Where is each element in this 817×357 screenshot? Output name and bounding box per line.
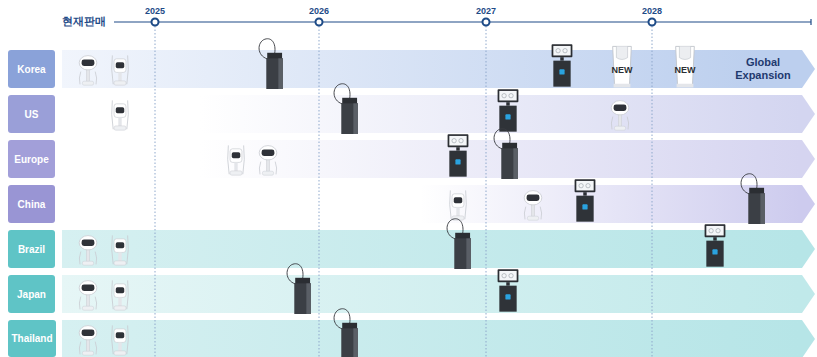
country-box: Japan	[8, 275, 55, 313]
year-label: 2027	[466, 6, 506, 16]
year-label: 2025	[135, 6, 175, 16]
expansion-label: Global Expansion	[728, 56, 798, 81]
country-box: Europe	[8, 140, 55, 178]
brazil-band	[62, 230, 815, 268]
country-box: China	[8, 185, 55, 223]
country-name: US	[25, 109, 39, 120]
country-name: China	[18, 199, 46, 210]
current-sales-label: 현재판매	[62, 15, 122, 28]
timeline-axis	[114, 21, 811, 22]
country-box: Korea	[8, 50, 55, 88]
europe-band	[62, 140, 815, 178]
year-label: 2028	[632, 6, 672, 16]
japan-band	[62, 275, 815, 313]
new-badge: NEW	[670, 65, 700, 75]
year-dots	[152, 19, 656, 26]
country-name: Europe	[14, 154, 48, 165]
china-band	[62, 185, 815, 223]
korea-band	[62, 50, 815, 88]
year-label: 2026	[299, 6, 339, 16]
country-name: Brazil	[18, 244, 45, 255]
us-band	[62, 95, 815, 133]
new-badge: NEW	[607, 65, 637, 75]
country-name: Japan	[17, 289, 46, 300]
country-box: Thailand	[8, 320, 56, 357]
year-guides	[155, 26, 652, 357]
timeline-end	[810, 19, 811, 25]
country-box: Brazil	[8, 230, 55, 268]
thailand-band	[62, 320, 815, 357]
country-box: US	[8, 95, 55, 133]
country-name: Thailand	[11, 333, 52, 344]
country-name: Korea	[17, 64, 45, 75]
device-icons	[79, 39, 765, 357]
